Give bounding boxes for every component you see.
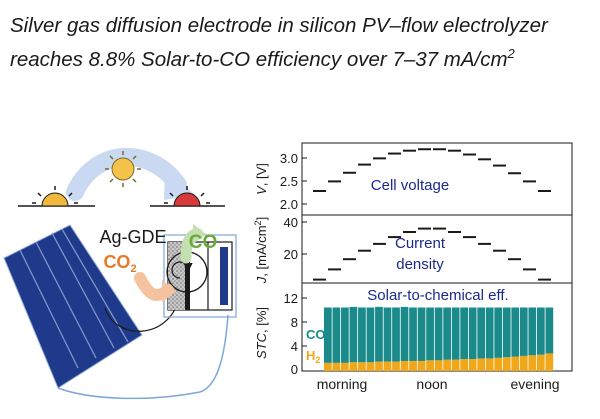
stc-tick-label: 8 — [291, 315, 298, 330]
stc-bar-h2 — [443, 359, 451, 371]
stc-bar-h2 — [400, 360, 409, 371]
stc-bar-co — [460, 307, 469, 360]
stc-bar-co — [443, 307, 451, 360]
current-series — [313, 227, 551, 281]
figure-title: Silver gas diffusion electrode in silico… — [10, 12, 595, 74]
stc-bar-h2 — [349, 362, 358, 371]
stc-bar-h2 — [477, 358, 486, 371]
stc-bar-co — [426, 307, 434, 361]
voltage-axis-label: V, [V] — [254, 163, 269, 195]
stc-bar-h2 — [511, 356, 520, 371]
stc-tick-label: 4 — [291, 339, 298, 354]
stc-co-label: CO — [306, 327, 326, 342]
stc-bar-co — [545, 307, 554, 354]
stc-bar-h2 — [358, 362, 366, 371]
stc-bar-h2 — [332, 362, 341, 371]
stc-bar-h2 — [417, 360, 426, 371]
solar-panel — [3, 224, 143, 389]
x-label-morning: morning — [317, 376, 368, 392]
stc-h2-label: H2 — [306, 348, 320, 365]
stc-tick-label: 12 — [284, 291, 298, 306]
stc-bar-co — [502, 307, 511, 358]
electrolyzer-cell — [163, 234, 237, 318]
wire-bottom — [57, 314, 229, 400]
results-plots: 3.0 2.5 2.0 40 20 12 8 4 0 V, [V] J, [mA… — [253, 142, 573, 392]
stc-bar-h2 — [426, 360, 434, 371]
stc-axis-label: STC, [%] — [254, 307, 269, 359]
stc-bar-co — [417, 307, 426, 361]
stc-bar-co — [366, 307, 375, 363]
stc-bar-h2 — [341, 362, 349, 371]
voltage-tick-label: 2.5 — [280, 174, 298, 189]
co2-inflow-arrowhead — [162, 280, 176, 302]
current-tick-label: 40 — [284, 215, 298, 230]
sun-path-arrowhead — [164, 168, 195, 200]
title-line-1: Silver gas diffusion electrode in silico… — [10, 14, 548, 37]
stc-bar-h2 — [536, 354, 545, 371]
stc-bar-h2 — [392, 361, 400, 371]
stc-bar-co — [392, 307, 400, 362]
stc-bar-h2 — [366, 362, 375, 371]
co-product-label: CO — [189, 232, 218, 253]
electrode-label: Ag-GDE — [99, 227, 166, 247]
current-annotation-line-2: density — [396, 256, 444, 273]
x-label-noon: noon — [416, 376, 447, 392]
stc-tick-label: 0 — [291, 362, 298, 377]
stc-bar-co — [536, 307, 545, 355]
stc-bar-co — [383, 307, 392, 362]
title-line-2: reaches 8.8% Solar-to-CO efficiency over… — [10, 40, 595, 74]
title-superscript: 2 — [507, 46, 515, 61]
stc-bar-co — [358, 307, 366, 363]
stc-bar-co — [485, 307, 494, 359]
stc-bar-h2 — [528, 355, 537, 371]
stc-bar-co — [434, 307, 443, 361]
co2-reactant-label: CO2 — [103, 252, 136, 275]
co-outflow-arrowhead — [193, 224, 206, 244]
stc-bar-h2 — [494, 357, 503, 371]
stc-bars — [324, 306, 554, 371]
stc-bar-h2 — [375, 361, 383, 371]
stc-bar-co — [451, 307, 460, 360]
stc-bar-co — [409, 307, 417, 361]
title-line-2-text: reaches 8.8% Solar-to-CO efficiency over… — [10, 47, 508, 71]
stc-bar-h2 — [451, 359, 460, 371]
current-tick-label: 20 — [284, 247, 298, 262]
stc-bar-h2 — [519, 355, 528, 371]
stc-bar-co — [528, 307, 537, 356]
stc-bar-co — [477, 307, 486, 359]
stc-bar-co — [324, 307, 332, 363]
stc-bar-h2 — [460, 359, 469, 371]
stc-bar-co — [511, 307, 520, 357]
stc-bar-h2 — [502, 357, 511, 371]
stc-bar-co — [349, 306, 358, 363]
stc-bar-co — [400, 306, 409, 361]
stc-bar-co — [494, 307, 503, 358]
stc-bar-h2 — [485, 358, 494, 371]
x-label-evening: evening — [510, 376, 559, 392]
stc-bar-co — [332, 307, 341, 363]
stc-bar-h2 — [434, 360, 443, 371]
sunrise-icon — [18, 186, 95, 207]
voltage-series — [313, 148, 551, 192]
sun-icon — [105, 151, 141, 187]
voltage-tick-label: 2.0 — [280, 197, 298, 212]
voltage-annotation: Cell voltage — [371, 177, 449, 194]
stc-bar-h2 — [409, 360, 417, 371]
stc-bar-co — [519, 307, 528, 356]
device-scheme: Ag-GDE CO CO2 — [3, 147, 237, 400]
current-annotation-line-1: Current — [395, 235, 446, 252]
sunset-icon — [150, 186, 225, 207]
voltage-tick-label: 3.0 — [280, 151, 298, 166]
stc-bar-co — [468, 307, 477, 360]
current-axis-label: J, [mA/cm2] — [253, 217, 269, 284]
stc-bar-h2 — [383, 361, 392, 371]
stc-bar-co — [341, 307, 349, 363]
stc-bar-co — [375, 306, 383, 362]
stc-bar-h2 — [324, 362, 332, 371]
stc-annotation: Solar-to-chemical eff. — [367, 287, 508, 304]
stc-bar-h2 — [468, 359, 477, 371]
stc-bar-h2 — [545, 353, 554, 371]
